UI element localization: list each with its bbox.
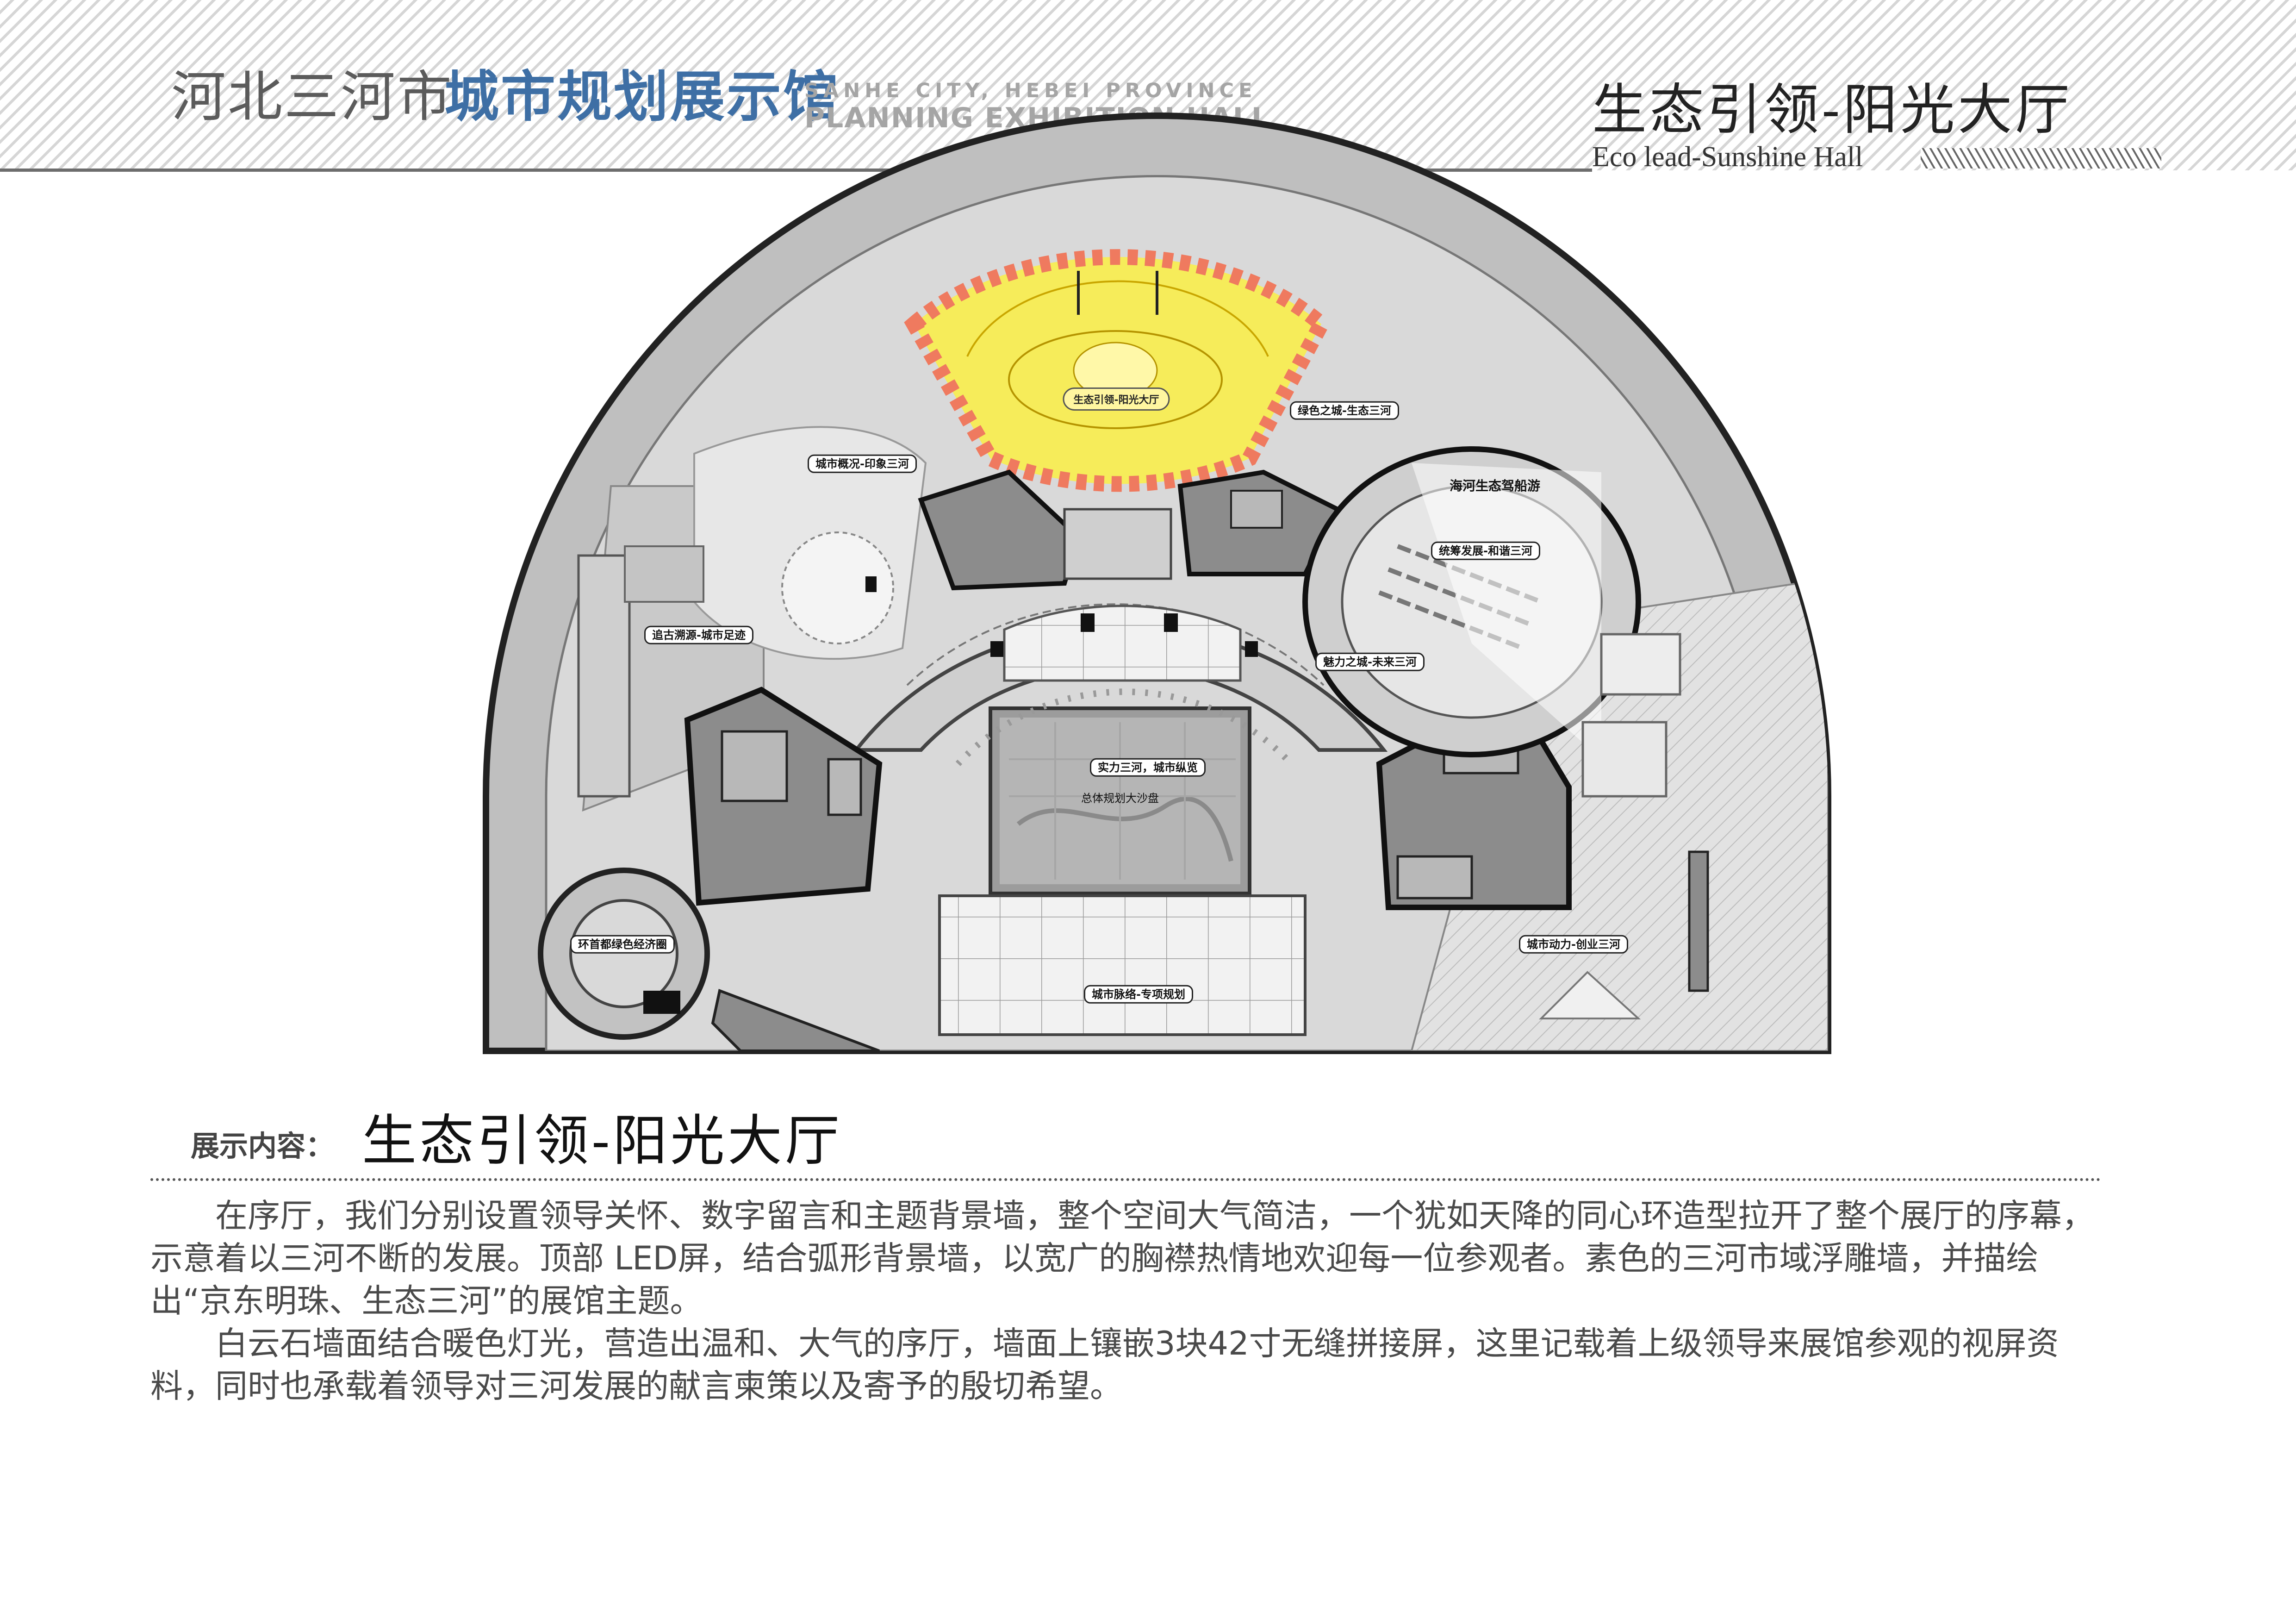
section-hatch bbox=[1921, 148, 2161, 169]
floor-plan-drawing bbox=[483, 112, 1831, 1054]
label-zone-green-economy: 环首都绿色经济圈 bbox=[570, 935, 675, 954]
paragraph-2: 白云石墙面结合暖色灯光，营造出温和、大气的序厅，墙面上镶嵌3块42寸无缝拼接屏，… bbox=[150, 1324, 2059, 1405]
english-title-line1: SANHE CITY, HEBEI PROVINCE bbox=[804, 79, 1257, 102]
section-title-en: Eco lead-Sunshine Hall bbox=[1592, 141, 1863, 173]
label-zone-startup: 城市动力-创业三河 bbox=[1519, 935, 1628, 954]
dotted-divider bbox=[150, 1178, 2101, 1181]
content-title: 生态引领-阳光大厅 bbox=[362, 1109, 842, 1173]
label-sunshine-hall: 生态引领-阳光大厅 bbox=[1063, 387, 1170, 411]
section-title-cn: 生态引领-阳光大厅 bbox=[1592, 78, 2072, 142]
label-zone-history: 追古溯源-城市足迹 bbox=[644, 625, 753, 645]
content-label: 展示内容： bbox=[191, 1129, 335, 1163]
label-sand-table: 总体规划大沙盘 bbox=[1081, 792, 1159, 805]
label-center: 实力三河，城市纵览 bbox=[1090, 758, 1206, 777]
planning-grid bbox=[938, 894, 1307, 1036]
header-rule bbox=[0, 169, 1592, 172]
label-zone-overview: 城市概况-印象三河 bbox=[808, 454, 917, 474]
label-zone-harmony: 统筹发展-和谐三河 bbox=[1431, 541, 1540, 561]
label-zone-boat: 海河生态驾船游 bbox=[1449, 478, 1541, 493]
label-zone-planning: 城市脉络-专项规划 bbox=[1084, 985, 1193, 1004]
label-zone-future: 魅力之城-未来三河 bbox=[1315, 652, 1425, 672]
floor-plan: 生态引领-阳光大厅 实力三河，城市纵览 总体规划大沙盘 绿色之城-生态三河 城市… bbox=[483, 112, 1831, 1054]
hall-title: 城市规划展示馆 bbox=[444, 65, 840, 129]
city-title: 河北三河市 bbox=[171, 65, 454, 129]
paragraph-1: 在序厅，我们分别设置领导关怀、数字留言和主题背景墙，整个空间大气简洁，一个犹如天… bbox=[150, 1197, 2094, 1320]
label-zone-eco: 绿色之城-生态三河 bbox=[1290, 401, 1399, 420]
body-text: 在序厅，我们分别设置领导关怀、数字留言和主题背景墙，整个空间大气简洁，一个犹如天… bbox=[150, 1194, 2101, 1407]
